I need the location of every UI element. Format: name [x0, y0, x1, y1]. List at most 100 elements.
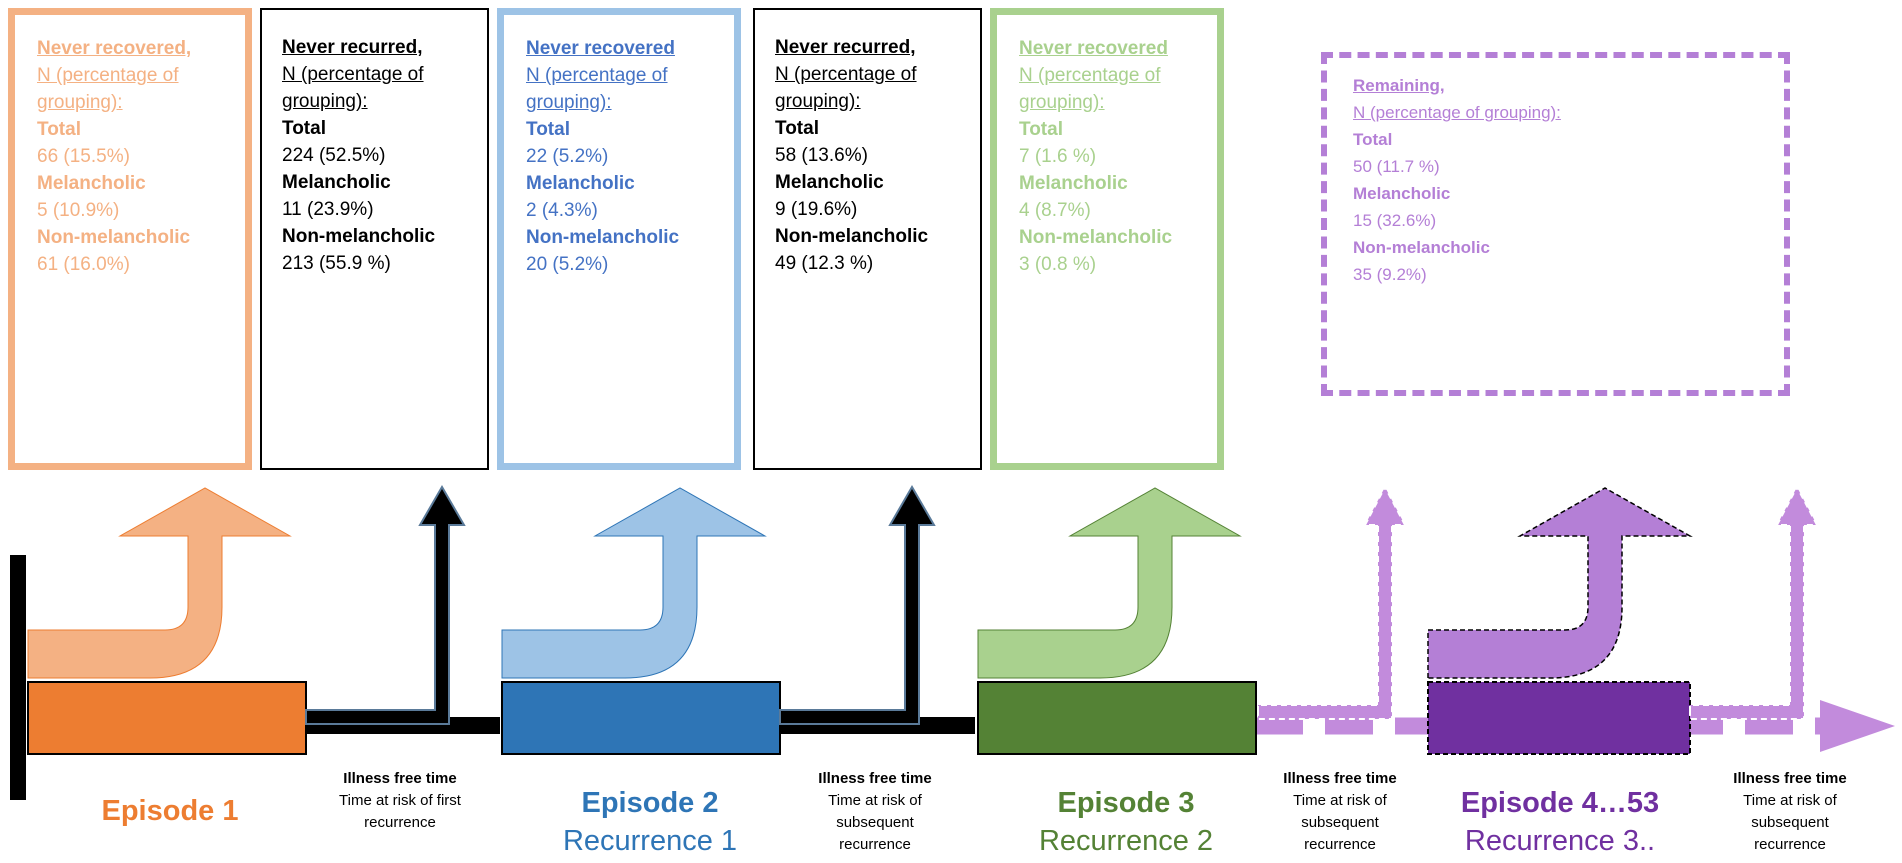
episode-3-curved-arrow: [977, 487, 1242, 679]
box-never-recurred-1: Never recurred, N (percentage of groupin…: [260, 8, 489, 470]
illness-free-1-line1: Time at risk of first: [339, 792, 461, 809]
box-2-total-value: 224 (52.5%): [282, 145, 386, 166]
box-4-mel-label: Melancholic: [775, 172, 884, 193]
risk-arrow-3: [1257, 484, 1407, 720]
box-3-mel-value: 2 (4.3%): [526, 200, 598, 221]
box-1-total-value: 66 (15.5%): [37, 146, 130, 167]
timeline-end-arrowhead: [1820, 700, 1895, 752]
box-4-total-value: 58 (13.6%): [775, 145, 868, 166]
box-5-total-label: Total: [1019, 119, 1063, 140]
box-1-mel-value: 5 (10.9%): [37, 200, 120, 221]
illness-free-label-1: Illness free time Time at risk of first …: [305, 768, 495, 834]
box-3-mel-label: Melancholic: [526, 173, 635, 194]
box-2-subheading: N (percentage of: [282, 64, 424, 85]
box-5-non-value: 3 (0.8 %): [1019, 254, 1097, 275]
illness-free-label-3: Illness free time Time at risk of subseq…: [1245, 768, 1435, 856]
episode-4-curved-arrow: [1427, 487, 1693, 679]
episode-3-label: Episode 3 Recurrence 2: [1006, 784, 1246, 860]
box-3-non-value: 20 (5.2%): [526, 254, 609, 275]
episode-2-subtitle: Recurrence 1: [562, 825, 738, 857]
box-3-subheading-2: grouping):: [526, 92, 612, 113]
episode-4-label: Episode 4…53 Recurrence 3..: [1440, 784, 1680, 860]
box-episode-1-never-recovered: Never recovered, N (percentage of groupi…: [8, 8, 252, 470]
illness-free-3-line2: subsequent: [1301, 814, 1379, 831]
box-2-total-label: Total: [282, 118, 326, 139]
box-3-heading: Never recovered: [526, 38, 675, 59]
illness-free-2-heading: Illness free time: [818, 770, 932, 787]
box-1-subheading: N (percentage of: [37, 65, 179, 86]
illness-free-4-line2: subsequent: [1751, 814, 1829, 831]
box-2-mel-value: 11 (23.9%): [282, 199, 374, 220]
box-1-non-label: Non-melancholic: [37, 227, 191, 248]
box-2-non-value: 213 (55.9 %): [282, 253, 391, 274]
box-6-non-value: 35 (9.2%): [1353, 265, 1427, 284]
box-5-mel-label: Melancholic: [1019, 173, 1128, 194]
illness-free-3-line3: recurrence: [1304, 836, 1376, 853]
box-4-subheading-2: grouping):: [775, 91, 861, 112]
box-5-non-label: Non-melancholic: [1019, 227, 1173, 248]
box-1-subheading-2: grouping):: [37, 92, 123, 113]
timeline-start-bar: [10, 555, 26, 800]
box-2-subheading-2: grouping):: [282, 91, 368, 112]
box-3-total-value: 22 (5.2%): [526, 146, 609, 167]
illness-free-4-heading: Illness free time: [1733, 770, 1847, 787]
episode-1-title: Episode 1: [101, 795, 239, 827]
box-1-total-label: Total: [37, 119, 81, 140]
episode-4-title: Episode 4…53: [1460, 787, 1660, 819]
box-4-subheading: N (percentage of: [775, 64, 917, 85]
box-1-non-value: 61 (16.0%): [37, 254, 130, 275]
illness-free-2-line3: recurrence: [839, 836, 911, 853]
box-5-total-value: 7 (1.6 %): [1019, 146, 1097, 167]
episode-2-curved-arrow: [501, 487, 767, 679]
risk-arrow-2: [779, 485, 936, 725]
box-2-mel-label: Melancholic: [282, 172, 391, 193]
box-4-non-label: Non-melancholic: [775, 226, 929, 247]
risk-arrow-4: [1689, 484, 1819, 720]
episode-1-curved-arrow: [27, 487, 292, 679]
box-4-heading: Never recurred,: [775, 37, 916, 58]
illness-free-3-line1: Time at risk of: [1293, 792, 1387, 809]
episode-3-title: Episode 3: [1057, 787, 1195, 819]
box-6-non-label: Non-melancholic: [1353, 238, 1490, 257]
illness-free-1-heading: Illness free time: [343, 770, 457, 787]
illness-free-4-line1: Time at risk of: [1743, 792, 1837, 809]
episode-1-label: Episode 1: [80, 792, 260, 830]
box-5-heading: Never recovered: [1019, 38, 1168, 59]
box-never-recurred-2: Never recurred, N (percentage of groupin…: [753, 8, 982, 470]
episode-2-label: Episode 2 Recurrence 1: [530, 784, 770, 860]
box-3-total-label: Total: [526, 119, 570, 140]
box-6-heading: Remaining,: [1353, 76, 1445, 95]
box-3-non-label: Non-melancholic: [526, 227, 680, 248]
illness-free-4-line3: recurrence: [1754, 836, 1826, 853]
episode-4-bar: [1427, 681, 1691, 755]
illness-free-label-2: Illness free time Time at risk of subseq…: [780, 768, 970, 856]
box-episode-2-never-recovered: Never recovered N (percentage of groupin…: [497, 8, 741, 470]
episode-3-bar: [977, 681, 1257, 755]
box-5-subheading: N (percentage of: [1019, 65, 1161, 86]
box-4-non-value: 49 (12.3 %): [775, 253, 874, 274]
episode-3-subtitle: Recurrence 2: [1038, 825, 1214, 857]
episode-2-title: Episode 2: [581, 787, 719, 819]
illness-free-2-line2: subsequent: [836, 814, 914, 831]
box-3-subheading: N (percentage of: [526, 65, 668, 86]
box-6-subheading: N (percentage of grouping):: [1353, 103, 1561, 122]
box-episode-3-never-recovered: Never recovered N (percentage of groupin…: [990, 8, 1224, 470]
illness-free-2-line1: Time at risk of: [828, 792, 922, 809]
risk-arrow-1: [305, 485, 466, 725]
illness-free-label-4: Illness free time Time at risk of subseq…: [1695, 768, 1885, 856]
box-5-mel-value: 4 (8.7%): [1019, 200, 1091, 221]
box-4-mel-value: 9 (19.6%): [775, 199, 858, 220]
illness-free-1-line2: recurrence: [364, 814, 436, 831]
box-5-subheading-2: grouping):: [1019, 92, 1105, 113]
episode-4-subtitle: Recurrence 3..: [1464, 825, 1656, 857]
box-6-total-value: 50 (11.7 %): [1353, 157, 1440, 176]
box-1-heading: Never recovered,: [37, 38, 192, 59]
box-6-mel-value: 15 (32.6%): [1353, 211, 1437, 230]
box-1-mel-label: Melancholic: [37, 173, 146, 194]
box-6-total-label: Total: [1353, 130, 1393, 149]
box-2-non-label: Non-melancholic: [282, 226, 436, 247]
illness-free-3-heading: Illness free time: [1283, 770, 1397, 787]
episode-2-bar: [501, 681, 781, 755]
box-2-heading: Never recurred,: [282, 37, 423, 58]
